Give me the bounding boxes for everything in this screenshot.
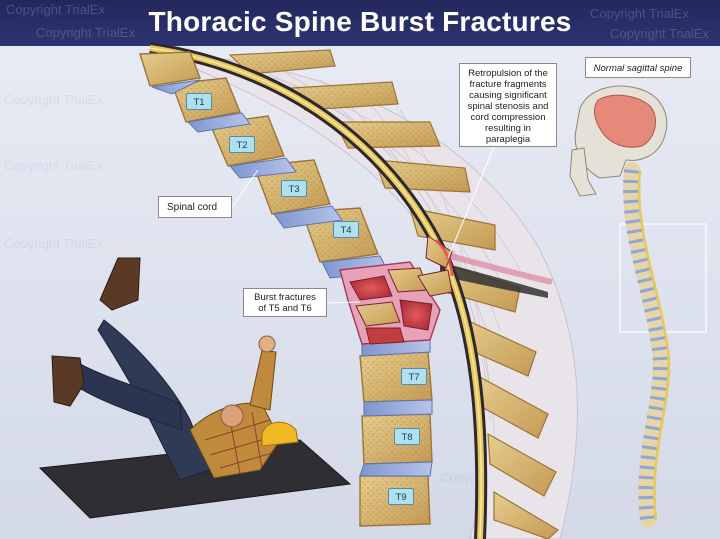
vertebra-tag-t9: T9 bbox=[388, 488, 414, 505]
burst-fractures-label: Burst fractures of T5 and T6 bbox=[243, 288, 327, 317]
disc-t7-t8 bbox=[363, 399, 433, 417]
burst-fractures-label-line: of T5 and T6 bbox=[258, 303, 312, 314]
burst-fractures-label-line: Burst fractures bbox=[254, 292, 316, 303]
watermark: Copyright TrialEx bbox=[36, 25, 135, 40]
retropulsion-label-line: resulting in bbox=[485, 123, 531, 134]
watermark: Copyright TrialEx bbox=[4, 92, 103, 107]
falling-worker-figure bbox=[38, 257, 352, 519]
brain bbox=[594, 94, 657, 148]
plaid-shirt bbox=[189, 402, 281, 479]
boot-upper bbox=[99, 257, 141, 311]
normal-spine-label: Normal sagittal spine bbox=[585, 57, 691, 78]
retropulsion-label: Retropulsion of the fracture fragments c… bbox=[459, 63, 557, 147]
vertebra-tag-t3: T3 bbox=[281, 180, 307, 197]
mini-discs bbox=[623, 169, 669, 521]
mini-spinal-cord bbox=[637, 169, 671, 521]
head bbox=[220, 404, 244, 428]
boot-lower bbox=[51, 355, 85, 407]
burst-fracture-t5-t6 bbox=[339, 235, 454, 345]
retropulsion-label-line: spinal stenosis and bbox=[467, 101, 549, 112]
retropulsion-label-line: cord compression bbox=[470, 112, 546, 123]
vertebra-tag-t7: T7 bbox=[401, 368, 427, 385]
retropulsion-label-line: paraplegia bbox=[485, 134, 531, 145]
page-title: Thoracic Spine Burst Fractures bbox=[148, 6, 572, 37]
disc-t2-t3 bbox=[229, 157, 297, 179]
spinal-cord-label: Spinal cord bbox=[158, 196, 232, 218]
raised-arm bbox=[249, 349, 277, 411]
normal-spine-panel bbox=[569, 85, 707, 528]
leader-lines bbox=[231, 146, 495, 304]
disc-t3-t4 bbox=[273, 205, 343, 229]
retropulsion-label-line: Retropulsion of the bbox=[468, 68, 548, 79]
title-bar: Copyright TrialEx Copyright TrialEx Copy… bbox=[0, 0, 720, 46]
watermark: Copyright TrialEx bbox=[4, 158, 103, 173]
vertebra-c7 bbox=[139, 51, 201, 87]
hand bbox=[258, 335, 276, 353]
vertebra-tag-t8: T8 bbox=[394, 428, 420, 445]
watermark: Copyright TrialEx bbox=[590, 6, 689, 21]
vertebra-tag-t1: T1 bbox=[186, 93, 212, 110]
disc-t1-t2 bbox=[186, 112, 251, 133]
watermark: Copyright TrialEx bbox=[6, 2, 105, 17]
vertebra-tag-t4: T4 bbox=[333, 221, 359, 238]
ligament-tear bbox=[440, 262, 548, 298]
retropulsion-label-line: causing significant bbox=[469, 90, 547, 101]
jaw bbox=[569, 147, 597, 197]
watermark: Copyright TrialEx bbox=[610, 26, 709, 41]
lower-leg bbox=[75, 363, 183, 431]
disc-t8-t9 bbox=[359, 461, 433, 477]
retropulsion-label-line: fracture fragments bbox=[469, 79, 547, 90]
hard-hat bbox=[261, 421, 299, 447]
watermark: Copyright TrialEx bbox=[4, 236, 103, 251]
vertebra-tag-t2: T2 bbox=[229, 136, 255, 153]
